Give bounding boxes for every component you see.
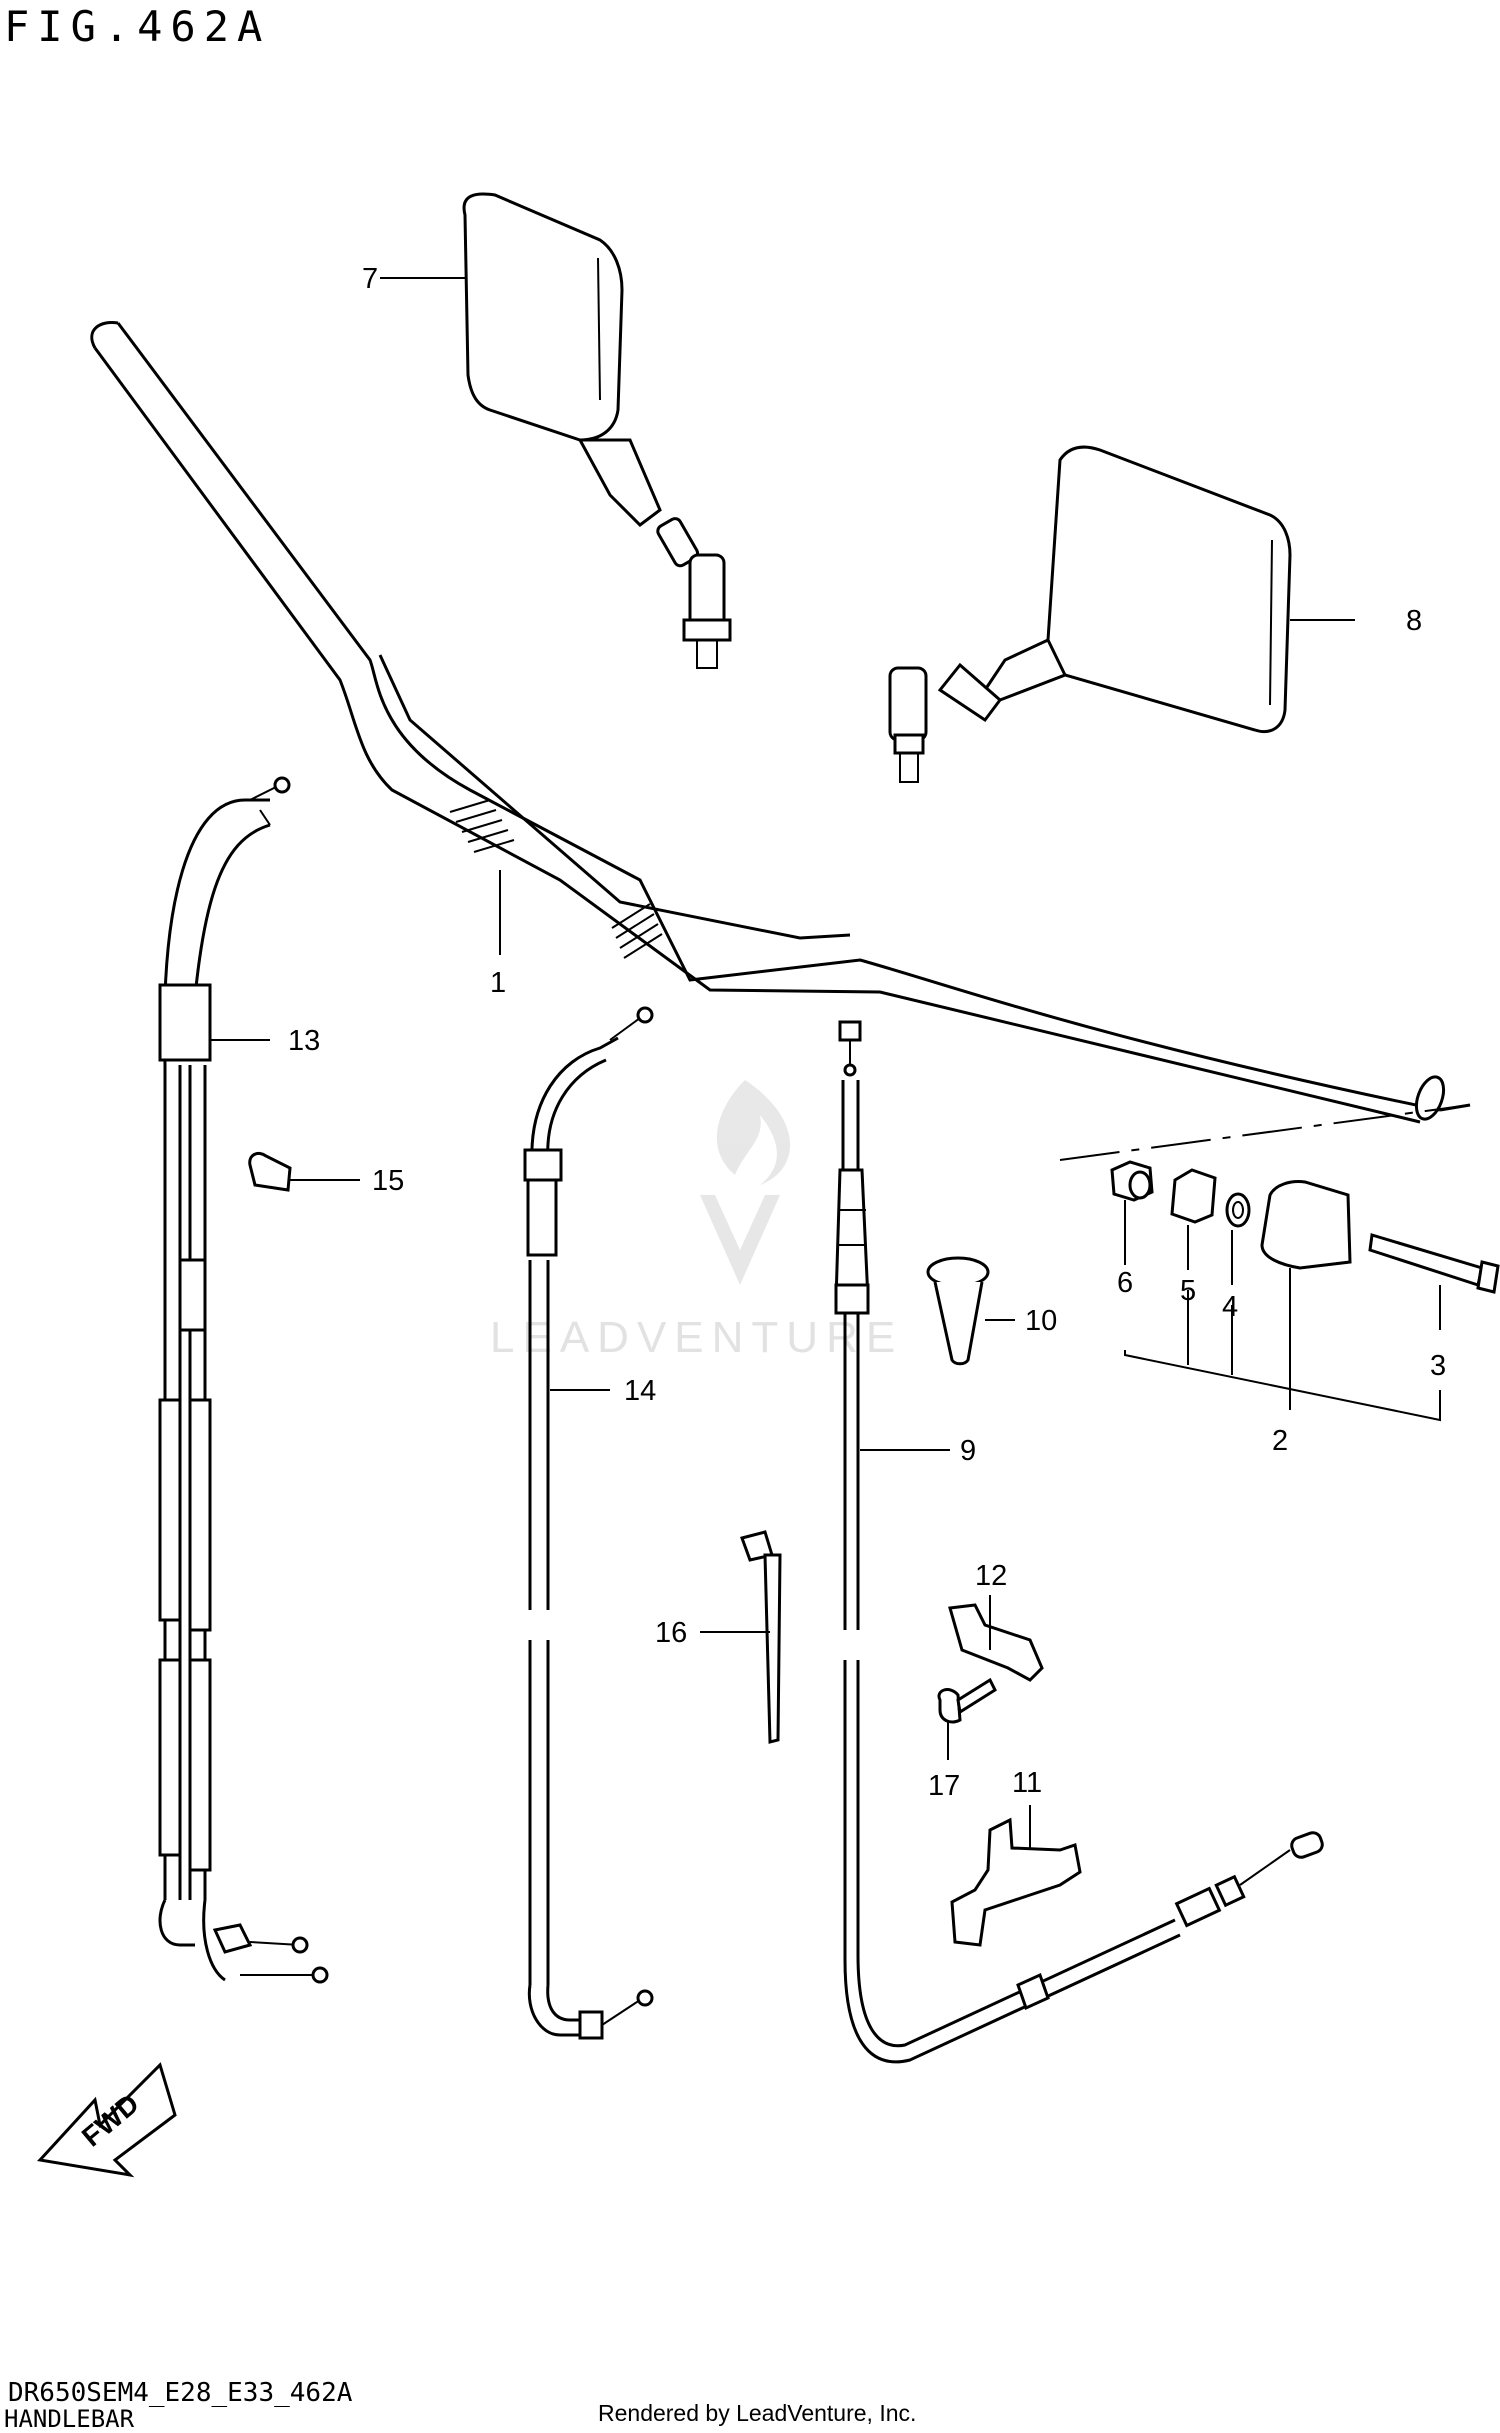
model-code: DR650SEM4_E28_E33_462A: [8, 2378, 353, 2408]
part-4-spacer: 4: [1222, 1192, 1251, 1323]
callout-11: 11: [1012, 1767, 1042, 1799]
part-9-clutch-cable: 9: [834, 1020, 1324, 2064]
mirror-left: 7: [362, 192, 732, 669]
part-2-balancer: 2: [1124, 1180, 1441, 1457]
part-3-screw: 3: [1368, 1233, 1500, 1382]
watermark: LEADVENTURE: [490, 1080, 903, 1362]
part-10-throttle-grip: 10: [926, 1256, 1057, 1366]
callout-10: 10: [1025, 1305, 1057, 1337]
mirror-right: 8: [888, 445, 1422, 783]
callout-6: 6: [1117, 1267, 1133, 1299]
callout-7: 7: [362, 263, 378, 295]
callout-12: 12: [975, 1560, 1007, 1592]
watermark-text: LEADVENTURE: [490, 1313, 903, 1362]
callout-13: 13: [288, 1025, 320, 1057]
callout-8: 8: [1406, 605, 1422, 637]
part-17-screw: 17: [928, 1677, 997, 1802]
callout-9: 9: [960, 1435, 976, 1467]
callout-1: 1: [490, 967, 506, 999]
render-credit: Rendered by LeadVenture, Inc.: [598, 2400, 917, 2426]
part-12-bracket: 12: [948, 1560, 1044, 1682]
callout-15: 15: [372, 1165, 404, 1197]
part-6-nut: 6: [1110, 1160, 1154, 1299]
part-14-cable: 14: [523, 1006, 656, 2040]
part-13-throttle-cable: 13: [158, 776, 329, 1984]
callout-4: 4: [1222, 1291, 1238, 1323]
fwd-arrow: FWD: [37, 2062, 177, 2178]
part-16-cable-tie: 16: [655, 1530, 782, 1744]
grip-coil-right: [611, 903, 663, 959]
part-15-clamp: 15: [248, 1151, 404, 1197]
callout-16: 16: [655, 1617, 687, 1649]
figure-title: FIG.462A: [4, 2, 271, 51]
callout-2: 2: [1272, 1425, 1288, 1457]
callout-3: 3: [1430, 1350, 1446, 1382]
section-name: HANDLEBAR: [4, 2405, 135, 2433]
grip-coil-left: [449, 799, 515, 853]
callout-14: 14: [624, 1375, 656, 1407]
callout-17: 17: [928, 1770, 960, 1802]
part-11-bracket: 11: [950, 1767, 1082, 1947]
part-5-collar: 5: [1170, 1168, 1217, 1307]
